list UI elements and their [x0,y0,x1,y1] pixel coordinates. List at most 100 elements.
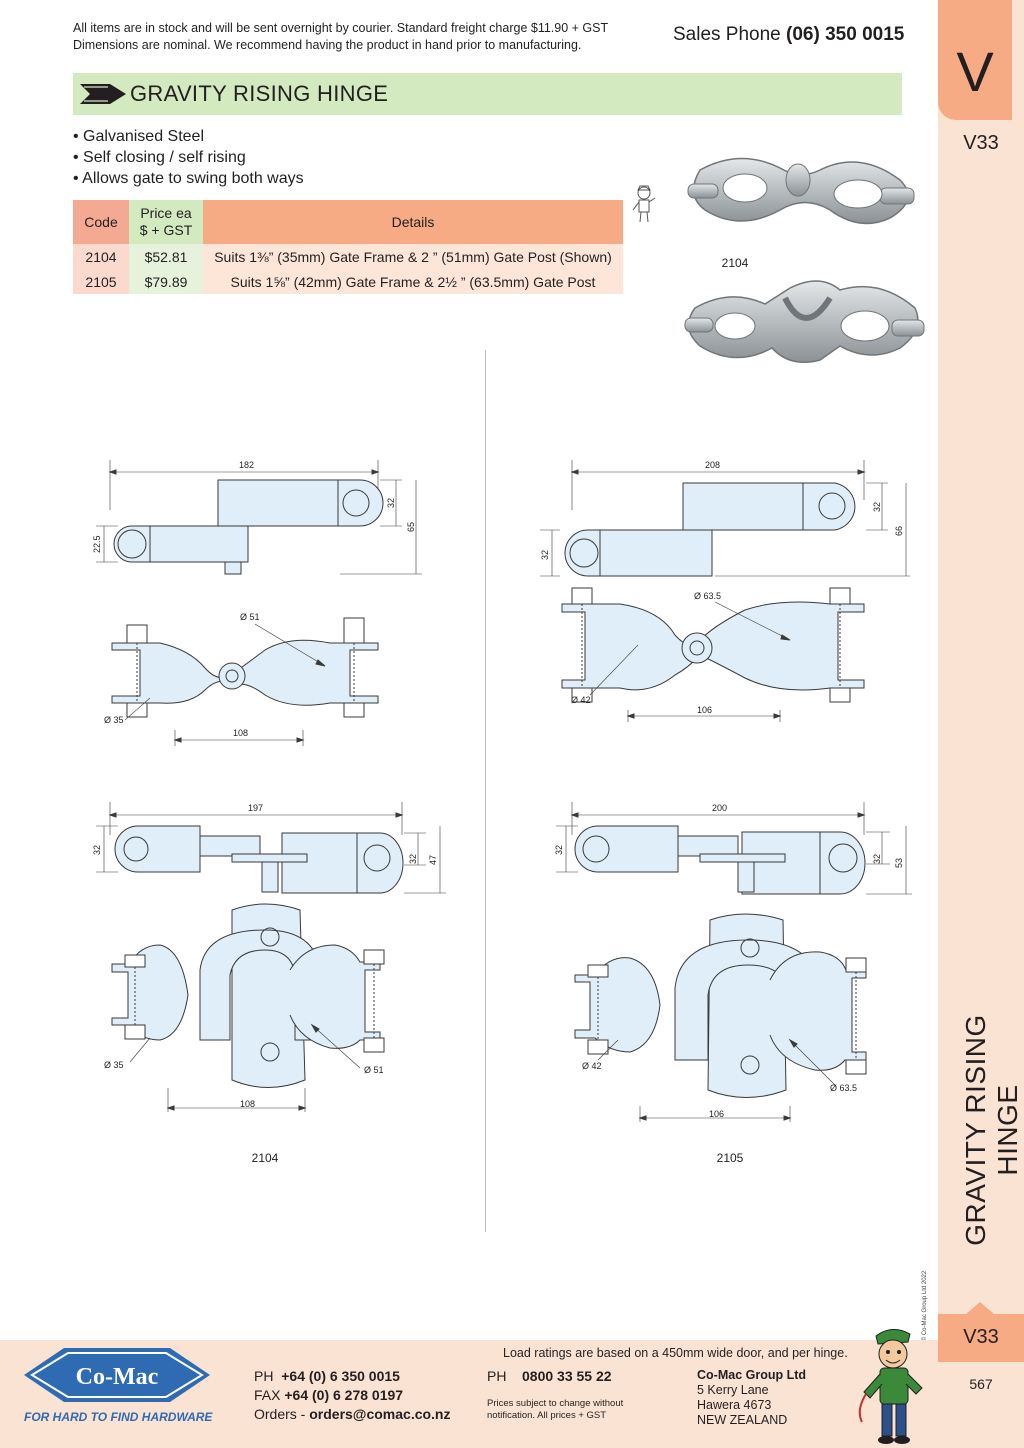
section-code-top: V33 [963,132,999,154]
cell-details: Suits 1⅝” (42mm) Gate Frame & 2½ ” (63.5… [203,269,623,294]
table-row: 2104 $52.81 Suits 1⅜” (35mm) Gate Frame … [73,244,623,269]
dim-top-dia-small-2104: Ø 35 [104,715,124,725]
dim-side-h1-2104: 32 [386,498,396,508]
address-line: 5 Kerry Lane [697,1383,769,1397]
sales-phone: Sales Phone (06) 350 0015 [673,24,904,46]
stock-notice: All items are in stock and will be sent … [73,20,673,54]
top-view-2105 [561,587,865,722]
side-view-2104 [96,460,422,575]
dim-alt-width-2105: 200 [712,803,727,813]
dim-side-h1-2105: 32 [872,502,882,512]
dim-top-span-2104: 108 [233,728,248,738]
freephone-label: PH [487,1368,507,1384]
plan-view-2105 [574,913,867,1122]
company-name: Co-Mac Group Ltd [697,1368,807,1382]
sales-phone-number[interactable]: (06) 350 0015 [786,24,905,45]
load-rating-note: Load ratings are based on a 450mm wide d… [503,1346,848,1360]
alt-side-view-2105 [556,802,912,895]
dim-plan-span-2104: 108 [240,1099,255,1109]
dim-top-dia-big-2104: Ø 51 [240,612,260,622]
dim-alt-left-h-2104: 32 [92,845,102,855]
page-title: GRAVITY RISING HINGE [130,81,389,106]
orders-label: Orders - [254,1406,306,1422]
section-code-tab [938,1314,1024,1362]
side-tab-strip [938,0,1024,1448]
feature-list: • Galvanised Steel • Self closing / self… [73,126,304,189]
sales-phone-label: Sales Phone [673,24,781,45]
side-view-2105 [540,460,910,577]
dim-alt-h2-2104: 47 [428,855,438,865]
tagline: FOR HARD TO FIND HARDWARE [24,1410,213,1424]
dim-plan-dia-small-2105: Ø 42 [582,1061,602,1071]
feature-item: • Allows gate to swing both ways [73,170,304,187]
phone-number[interactable]: +64 (0) 6 350 0015 [281,1368,400,1384]
cell-details: Suits 1⅜” (35mm) Gate Frame & 2 ” (51mm)… [203,244,623,269]
plan-view-2104 [111,903,385,1112]
cell-price: $79.89 [129,269,203,294]
dim-side-width-2105: 208 [705,460,720,470]
phone-label: PH [254,1368,274,1384]
fax-label: FAX [254,1387,281,1403]
phone-line: PH +64 (0) 6 350 0015 [254,1368,400,1384]
fax-number[interactable]: +64 (0) 6 278 0197 [284,1387,404,1403]
page-number: 567 [969,1376,993,1392]
header-code: Code [73,200,129,244]
notice-line: Dimensions are nominal. We recommend hav… [73,38,582,52]
section-code-notch [966,1302,994,1314]
dim-plan-span-2105: 106 [709,1109,724,1119]
technical-drawings: 182 32 65 22.5 Ø 51 Ø 35 108 197 32 32 4… [92,460,912,1122]
title-bar [73,73,902,115]
mascot-icon [858,1329,923,1444]
feature-item: • Self closing / self rising [73,149,246,166]
header-details: Details [203,200,623,244]
hinge-photo-2104 [687,157,915,225]
dim-alt-width-2104: 197 [248,803,263,813]
orders-email[interactable]: orders@comac.co.nz [309,1406,451,1422]
alt-side-view-2104 [96,802,446,894]
drawing-label-2105: 2105 [716,1151,744,1165]
dim-top-dia-big-2105: Ø 63.5 [694,591,721,601]
notice-line: All items are in stock and will be sent … [73,21,609,35]
header-price-line: Price ea [140,205,192,221]
dim-side-h2-2105: 66 [894,526,904,536]
fax-line: FAX +64 (0) 6 278 0197 [254,1387,403,1403]
dim-alt-h1-2104: 32 [408,854,418,864]
section-code-bottom: V33 [963,1326,999,1348]
dim-side-width-2104: 182 [239,460,254,470]
header-price-line: $ + GST [139,222,193,238]
hinge-photo-2105 [684,280,925,363]
dim-side-left-h-2105: 32 [540,550,550,560]
dim-alt-h1-2105: 32 [872,854,882,864]
dim-plan-dia-big-2105: Ø 63.5 [830,1083,857,1093]
company-address: Co-Mac Group Ltd 5 Kerry Lane Hawera 467… [697,1368,806,1428]
freephone-line: PH 0800 33 55 22 [487,1368,612,1384]
top-view-2104 [111,617,379,746]
product-table: Code Price ea $ + GST Details 2104 $52.8… [73,200,623,294]
table-row: 2105 $79.89 Suits 1⅝” (42mm) Gate Frame … [73,269,623,294]
address-line: Hawera 4673 [697,1398,772,1412]
orders-line: Orders - orders@comac.co.nz [254,1406,451,1422]
cell-code: 2105 [73,269,129,294]
cell-code: 2104 [73,244,129,269]
table-header-row: Code Price ea $ + GST Details [73,200,623,244]
dim-side-left-h-2104: 22.5 [92,535,102,553]
dim-alt-h2-2105: 53 [894,858,904,868]
arrow-icon [80,84,126,104]
freephone-number[interactable]: 0800 33 55 22 [522,1368,612,1384]
dim-top-span-2105: 106 [697,705,712,715]
dim-plan-dia-small-2104: Ø 35 [104,1060,124,1070]
feature-item: • Galvanised Steel [73,128,205,145]
dim-plan-dia-big-2104: Ø 51 [364,1065,384,1075]
comac-logo[interactable]: Co-Mac [24,1344,210,1406]
section-letter: V [956,40,994,103]
cell-price: $52.81 [129,244,203,269]
price-note: Prices subject to change without notific… [487,1398,624,1421]
dim-side-h2-2104: 65 [406,522,416,532]
section-letter-tab [938,0,1012,120]
logo-brand-text: Co-Mac [76,1364,159,1390]
photo-caption: 2104 [721,256,749,270]
column-divider [485,350,486,1232]
dim-alt-left-h-2105: 32 [554,845,564,855]
drawing-label-2104: 2104 [251,1151,279,1165]
header-price: Price ea $ + GST [129,200,203,244]
